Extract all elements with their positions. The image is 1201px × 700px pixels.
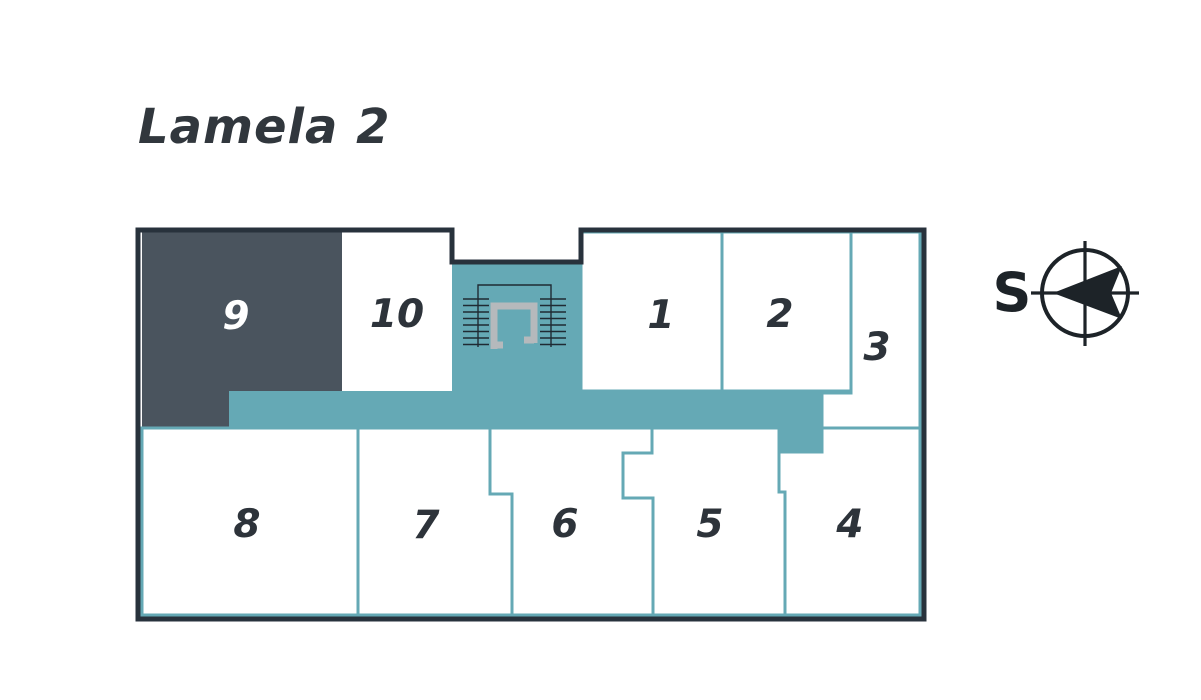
stair-outline — [477, 284, 552, 347]
unit-8-label: 8 — [233, 502, 260, 547]
compass: S — [993, 241, 1139, 346]
unit-4-label: 4 — [835, 502, 863, 547]
stair-railing-feet — [494, 336, 534, 349]
page-title: Lamela 2 — [138, 99, 391, 155]
unit-9-shape[interactable] — [142, 232, 342, 427]
unit-2: 2 — [720, 230, 853, 393]
unit-2-label: 2 — [766, 292, 793, 337]
stair-steps-left — [463, 298, 489, 346]
unit-5-label: 5 — [696, 502, 723, 547]
unit-8-shape[interactable] — [140, 426, 360, 617]
staircase-icon — [463, 284, 566, 349]
stair-steps-right — [540, 298, 566, 346]
unit-7-label: 7 — [412, 503, 440, 548]
unit-10: 10 — [346, 232, 450, 390]
unit-9: 9 — [142, 232, 342, 427]
unit-10-label: 10 — [370, 292, 424, 337]
corridor-area — [229, 262, 822, 452]
unit-6-label: 6 — [551, 502, 578, 547]
unit-9-label: 9 — [222, 294, 249, 339]
unit-4: 4 — [777, 426, 922, 617]
stair-railing — [490, 302, 538, 349]
compass-needle-icon — [1053, 266, 1122, 319]
unit-3-label: 3 — [863, 325, 890, 370]
compass-circle — [1040, 248, 1130, 338]
unit-8: 8 — [140, 426, 360, 617]
unit-10-shape[interactable] — [346, 232, 450, 390]
unit-4-shape[interactable] — [777, 426, 922, 617]
building-outline — [135, 227, 927, 622]
compass-south-label: S — [993, 261, 1032, 324]
unit-1-label: 1 — [647, 293, 674, 338]
unit-1: 1 — [579, 230, 724, 393]
